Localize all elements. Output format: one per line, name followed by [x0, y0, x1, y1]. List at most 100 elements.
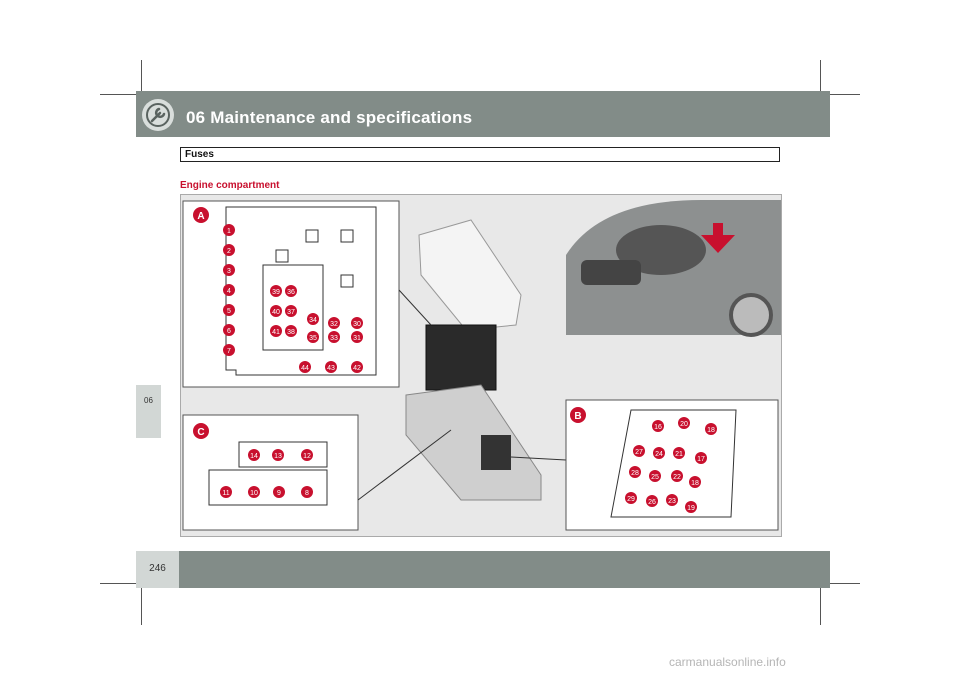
fuse-number: 44 — [301, 365, 309, 372]
fuse-number: 7 — [227, 348, 231, 355]
section-header: Fuses — [180, 147, 780, 162]
fuse-badge — [649, 470, 661, 482]
fuse-number: 34 — [309, 317, 317, 324]
fuse-badge — [325, 361, 337, 373]
fuse-badge — [689, 476, 701, 488]
fuse-badge — [351, 361, 363, 373]
subheading: Engine compartment — [180, 180, 280, 191]
car-engine-photo — [566, 200, 781, 337]
fuse-badge — [270, 325, 282, 337]
fuse-number: 21 — [675, 451, 683, 458]
fuse-badge — [685, 501, 697, 513]
crop-mark — [141, 60, 142, 110]
fuse-badge — [328, 317, 340, 329]
fuse-number: 2 — [227, 248, 231, 255]
panel-c-letter: C — [197, 427, 204, 438]
fuse-number: 25 — [651, 474, 659, 481]
fuse-badge — [307, 313, 319, 325]
chapter-title: 06 Maintenance and specifications — [186, 108, 473, 127]
fuse-number: 1 — [227, 228, 231, 235]
fuse-badge — [351, 331, 363, 343]
fuse-number: 39 — [272, 289, 280, 296]
fuse-number: 30 — [353, 321, 361, 328]
fuse-badge — [272, 449, 284, 461]
panel-a-housing — [225, 206, 377, 376]
fuse-badge — [653, 447, 665, 459]
fuse-badge — [285, 325, 297, 337]
fuse-badge — [351, 317, 363, 329]
fuse-box-illustration — [357, 219, 567, 501]
panel-b-housing — [610, 409, 737, 518]
fuse-badge — [223, 264, 235, 276]
fuse-badge — [285, 305, 297, 317]
fuse-badge — [299, 361, 311, 373]
panel-a-letter: A — [197, 211, 204, 222]
panel-c-letter-badge: C — [193, 423, 209, 439]
fuse-number: 5 — [227, 308, 231, 315]
fuse-badge — [705, 423, 717, 435]
crop-mark — [100, 94, 160, 95]
fuse-number: 14 — [250, 453, 258, 460]
fuse-number: 9 — [277, 490, 281, 497]
fuse-badge — [307, 331, 319, 343]
fuse-number: 29 — [627, 496, 635, 503]
fuse-number: 13 — [274, 453, 282, 460]
fuse-number: 11 — [222, 490, 229, 497]
fuse-badge — [270, 305, 282, 317]
panel-c-frame — [182, 414, 359, 531]
fuse-number: 3 — [227, 268, 231, 275]
fuse-number: 35 — [309, 335, 317, 342]
fuse-badge — [625, 492, 637, 504]
crop-mark — [141, 570, 142, 625]
fuse-number: 27 — [635, 449, 643, 456]
chapter-tab — [136, 385, 161, 438]
fuse-badge — [652, 420, 664, 432]
panel-b-frame — [565, 399, 779, 531]
fuse-badge — [223, 344, 235, 356]
arrow-icon — [701, 223, 735, 253]
fuse-number: 42 — [353, 365, 361, 372]
fuse-badge — [223, 244, 235, 256]
crop-mark — [100, 583, 160, 584]
fuse-number: 6 — [227, 328, 231, 335]
fuse-badge — [223, 224, 235, 236]
fuse-badge — [629, 466, 641, 478]
fuse-badge — [678, 417, 690, 429]
fuse-badge — [673, 447, 685, 459]
panel-b-letter-badge: B — [570, 407, 586, 423]
fuse-badge — [285, 285, 297, 297]
fuse-number: 12 — [303, 453, 311, 460]
fuse-number: 17 — [697, 456, 705, 463]
fuse-badge — [248, 486, 260, 498]
fuse-number: 43 — [327, 365, 335, 372]
fuse-number: 22 — [673, 474, 681, 481]
fuse-badge — [301, 486, 313, 498]
chapter-number: 06 — [144, 396, 153, 405]
fuse-badge — [695, 452, 707, 464]
fuse-number: 16 — [654, 424, 662, 431]
fuse-badge — [223, 284, 235, 296]
panel-c-housing — [208, 441, 328, 506]
fuse-badge — [223, 324, 235, 336]
fuse-badge — [301, 449, 313, 461]
fuse-badge — [270, 285, 282, 297]
fuse-badge — [666, 494, 678, 506]
fuse-number: 38 — [287, 329, 295, 336]
fuse-number: 20 — [680, 421, 688, 428]
crop-mark — [820, 60, 821, 110]
fuse-badge — [633, 445, 645, 457]
wrench-icon — [142, 99, 174, 131]
fuse-number: 18 — [707, 427, 715, 434]
page-number: 246 — [149, 563, 166, 574]
fuse-badge — [646, 495, 658, 507]
fuse-number: 41 — [272, 329, 280, 336]
header-band — [136, 91, 830, 137]
fuse-number: 32 — [330, 321, 338, 328]
fuse-number: 33 — [330, 335, 338, 342]
fuse-badge — [220, 486, 232, 498]
fuse-number: 4 — [227, 288, 231, 295]
